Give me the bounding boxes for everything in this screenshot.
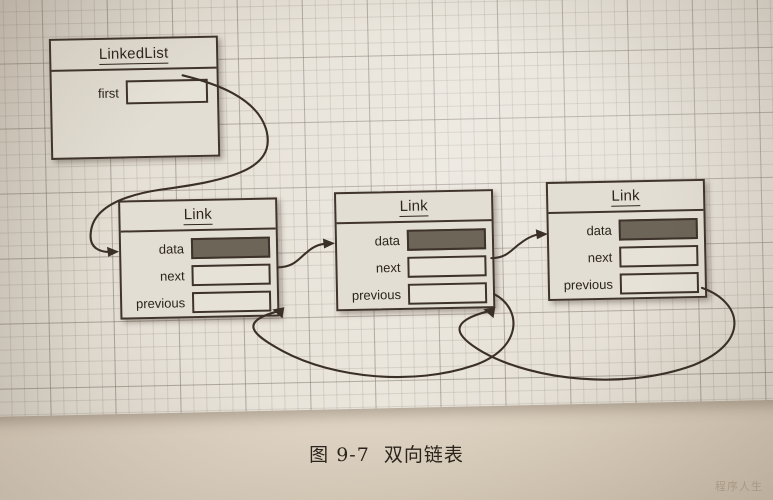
figure-caption: 图 9-7 双向链表 <box>0 440 773 467</box>
field-row-data: data <box>553 217 698 242</box>
link-node-2: Link data next previous <box>333 189 496 312</box>
field-row-data: data <box>125 236 271 261</box>
link-node-2-fields: data next previous <box>337 221 494 311</box>
field-slot-data <box>618 217 698 241</box>
field-slot-data <box>190 236 271 260</box>
arrow-head-node1-next-to-node2 <box>322 238 335 249</box>
field-label-first: first <box>97 85 120 101</box>
watermark: 程序人生 <box>715 480 763 493</box>
field-slot-next <box>619 244 699 268</box>
field-row-previous: previous <box>342 282 488 306</box>
link-node-1: Link data next previous <box>118 197 280 320</box>
arrow-node2-next-to-node3 <box>490 233 543 260</box>
linkedlist-title: LinkedList <box>50 37 217 72</box>
link-node-2-title-text: Link <box>399 197 429 217</box>
field-row-previous: previous <box>554 271 700 296</box>
linkedlist-box: LinkedList first <box>48 35 221 160</box>
arrow-node1-next-to-node2 <box>276 242 331 269</box>
field-row-next: next <box>125 263 271 288</box>
field-slot-next <box>191 263 271 287</box>
field-slot-next <box>407 255 487 278</box>
field-label-data: data <box>158 241 185 257</box>
field-slot-previous <box>619 271 700 295</box>
arrow-head-node3-prev-to-node2 <box>483 307 496 319</box>
caption-number: 图 9-7 <box>309 444 370 466</box>
field-row-next: next <box>553 244 699 269</box>
caption-title: 双向链表 <box>383 444 464 466</box>
field-label-data: data <box>374 232 401 249</box>
link-node-3: Link data next previous <box>545 178 708 302</box>
linkedlist-fields: first <box>52 69 218 112</box>
link-node-3-title: Link <box>547 180 704 214</box>
field-label-next: next <box>375 259 401 276</box>
field-label-next: next <box>159 268 185 284</box>
field-label-previous: previous <box>563 276 614 293</box>
linkedlist-title-text: LinkedList <box>98 44 169 65</box>
link-node-1-title: Link <box>120 199 276 233</box>
diagram-layer: LinkedList first Link data next <box>48 35 736 381</box>
arrow-head-first-to-node1 <box>107 246 120 257</box>
link-node-1-fields: data next previous <box>121 229 278 319</box>
field-slot-first <box>125 78 209 105</box>
field-slot-previous <box>191 290 272 314</box>
field-label-previous: previous <box>351 286 402 303</box>
field-row-data: data <box>341 228 487 252</box>
field-row-first: first <box>56 78 210 106</box>
field-slot-previous <box>407 282 488 305</box>
field-label-data: data <box>586 222 612 239</box>
field-row-previous: previous <box>126 290 272 315</box>
link-node-3-fields: data next previous <box>548 211 705 301</box>
field-slot-data <box>406 228 487 251</box>
link-node-3-title-text: Link <box>611 187 640 207</box>
arrow-node3-prev-to-node2 <box>458 286 736 381</box>
link-node-2-title: Link <box>336 191 492 225</box>
field-row-next: next <box>341 255 487 279</box>
field-label-previous: previous <box>135 295 186 312</box>
link-node-1-title-text: Link <box>183 205 213 226</box>
field-label-next: next <box>587 249 613 266</box>
